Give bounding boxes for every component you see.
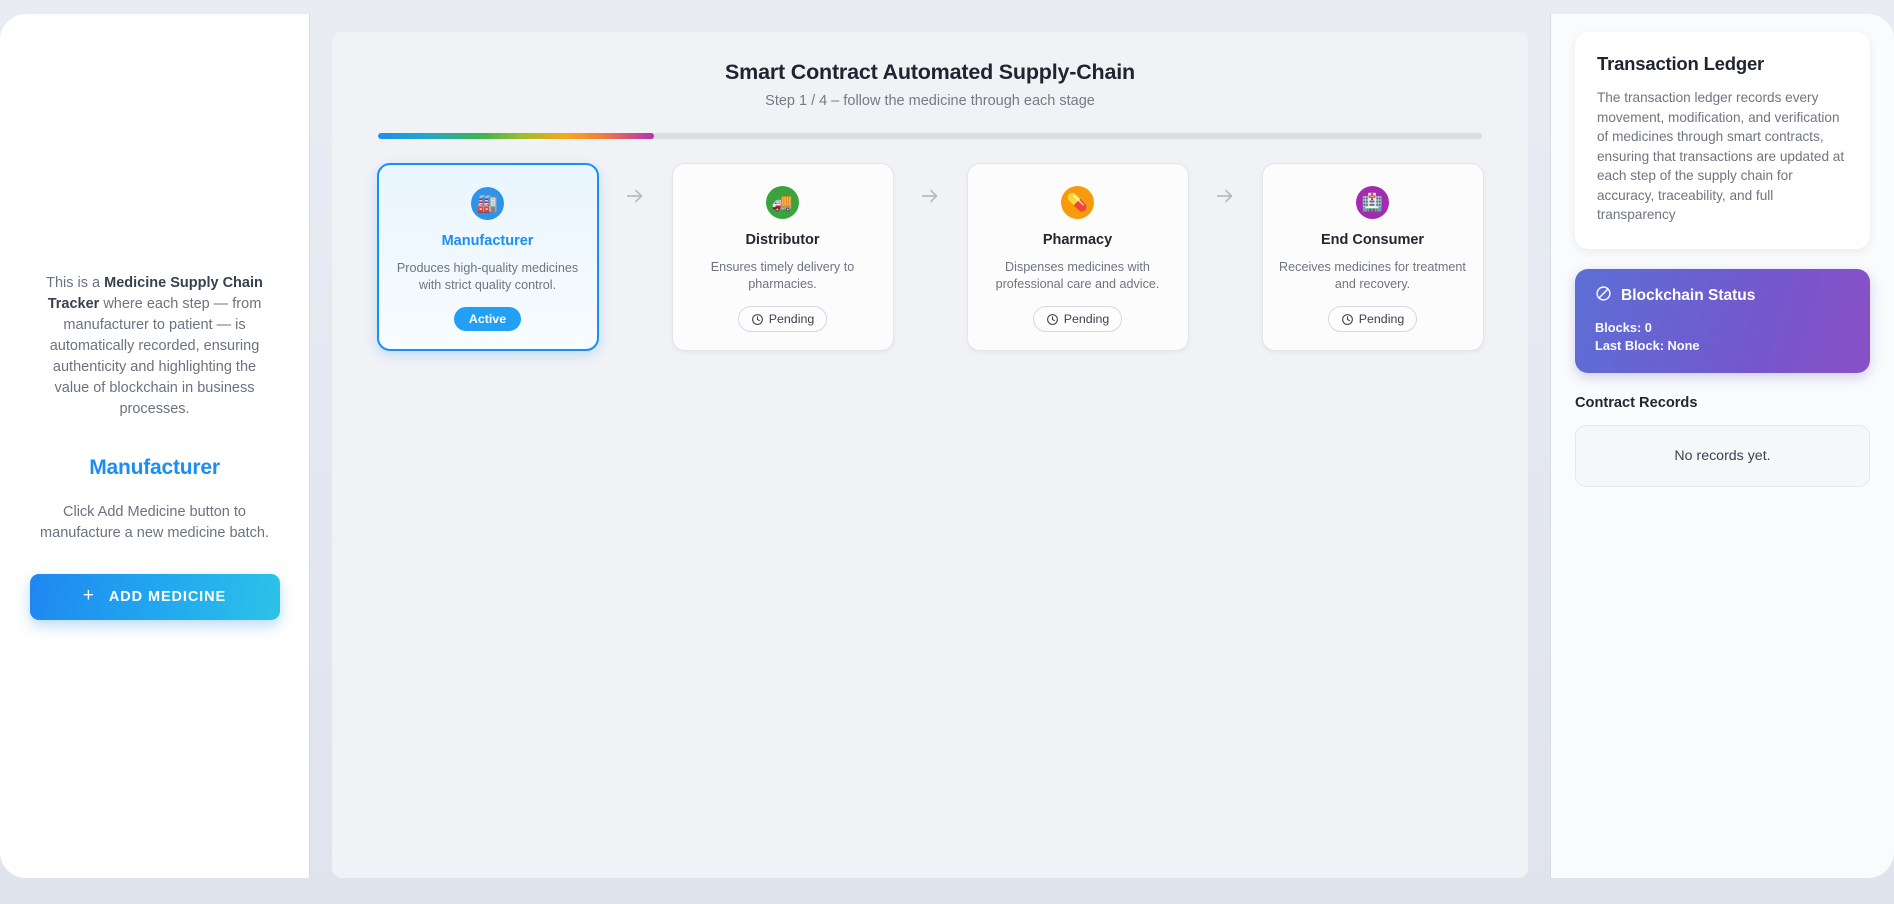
- intro-text-bold: Medicine Supply Chain Tracker: [47, 274, 263, 312]
- stage-description: Dispenses medicines with professional ca…: [995, 260, 1160, 291]
- clock-icon: [1341, 313, 1354, 326]
- status-badge-label: Pending: [1063, 312, 1110, 326]
- stage-description: Receives medicines for treatment and rec…: [1279, 260, 1466, 291]
- delivery-truck-icon: 🚚: [766, 186, 799, 219]
- blockchain-last-block: Last Block: None: [1595, 337, 1700, 353]
- progress-bar-track: [378, 133, 1482, 139]
- stage-description: Ensures timely delivery to pharmacies.: [710, 260, 855, 291]
- main-content-region: Smart Contract Automated Supply-Chain St…: [310, 14, 1550, 878]
- stage-name: End Consumer: [1320, 232, 1425, 248]
- transaction-ledger-body: The transaction ledger records every mov…: [1597, 90, 1845, 222]
- status-badge: Pending: [1327, 306, 1418, 332]
- intro-text-before: This is a: [46, 274, 105, 291]
- status-badge: Active: [453, 307, 522, 331]
- blockchain-status-heading: Blockchain Status: [1621, 286, 1756, 304]
- right-sidebar: Transaction Ledger The transaction ledge…: [1550, 14, 1894, 878]
- clock-icon: [1046, 313, 1059, 326]
- sidebar-role-title: Manufacturer: [89, 455, 220, 479]
- contract-records-empty-text: No records yet.: [1674, 447, 1771, 464]
- sidebar-intro-text: This is a Medicine Supply Chain Tracker …: [34, 273, 275, 420]
- stage-name: Pharmacy: [1042, 232, 1113, 248]
- stage-description: Produces high-quality medicines with str…: [396, 261, 579, 292]
- status-badge: Pending: [737, 306, 828, 332]
- page-subtitle: Step 1 / 4 – follow the medicine through…: [765, 93, 1095, 109]
- arrow-right-icon: [1189, 163, 1262, 351]
- factory-icon: 🏭: [471, 187, 504, 220]
- transaction-ledger-card: Transaction Ledger The transaction ledge…: [1575, 32, 1870, 249]
- status-badge: Pending: [1032, 306, 1123, 332]
- add-medicine-label: ADD MEDICINE: [108, 588, 227, 605]
- supply-chain-panel: Smart Contract Automated Supply-Chain St…: [332, 32, 1528, 878]
- stage-name: Manufacturer: [441, 233, 534, 249]
- transaction-ledger-title: Transaction Ledger: [1597, 53, 1765, 74]
- page-title: Smart Contract Automated Supply-Chain: [725, 60, 1135, 84]
- blockchain-blocks-count: Blocks: 0: [1595, 319, 1652, 335]
- circle-slash-icon: [1595, 285, 1612, 307]
- intro-text-after: where each step — from manufacturer to p…: [49, 295, 262, 417]
- arrow-right-icon: [894, 163, 967, 351]
- blockchain-status-card: Blockchain Status Blocks: 0 Last Block: …: [1575, 268, 1870, 373]
- blockchain-status-header: Blockchain Status: [1595, 285, 1850, 307]
- status-badge-label: Pending: [768, 312, 815, 326]
- status-badge-label: Pending: [1358, 312, 1405, 326]
- status-badge-label: Active: [468, 312, 507, 326]
- add-medicine-button[interactable]: + ADD MEDICINE: [29, 573, 280, 620]
- contract-records-empty-box: No records yet.: [1575, 424, 1870, 487]
- stage-name: Distributor: [745, 232, 820, 248]
- arrow-right-icon: [599, 163, 672, 351]
- clock-icon: [751, 313, 764, 326]
- left-sidebar: This is a Medicine Supply Chain Tracker …: [0, 14, 310, 878]
- hospital-icon: 🏥: [1356, 186, 1389, 219]
- pill-icon: 💊: [1061, 186, 1094, 219]
- contract-records-title: Contract Records: [1575, 394, 1698, 411]
- sidebar-hint-text: Click Add Medicine button to manufacture…: [40, 503, 269, 541]
- progress-bar-fill: [378, 133, 654, 139]
- plus-icon: +: [82, 585, 95, 606]
